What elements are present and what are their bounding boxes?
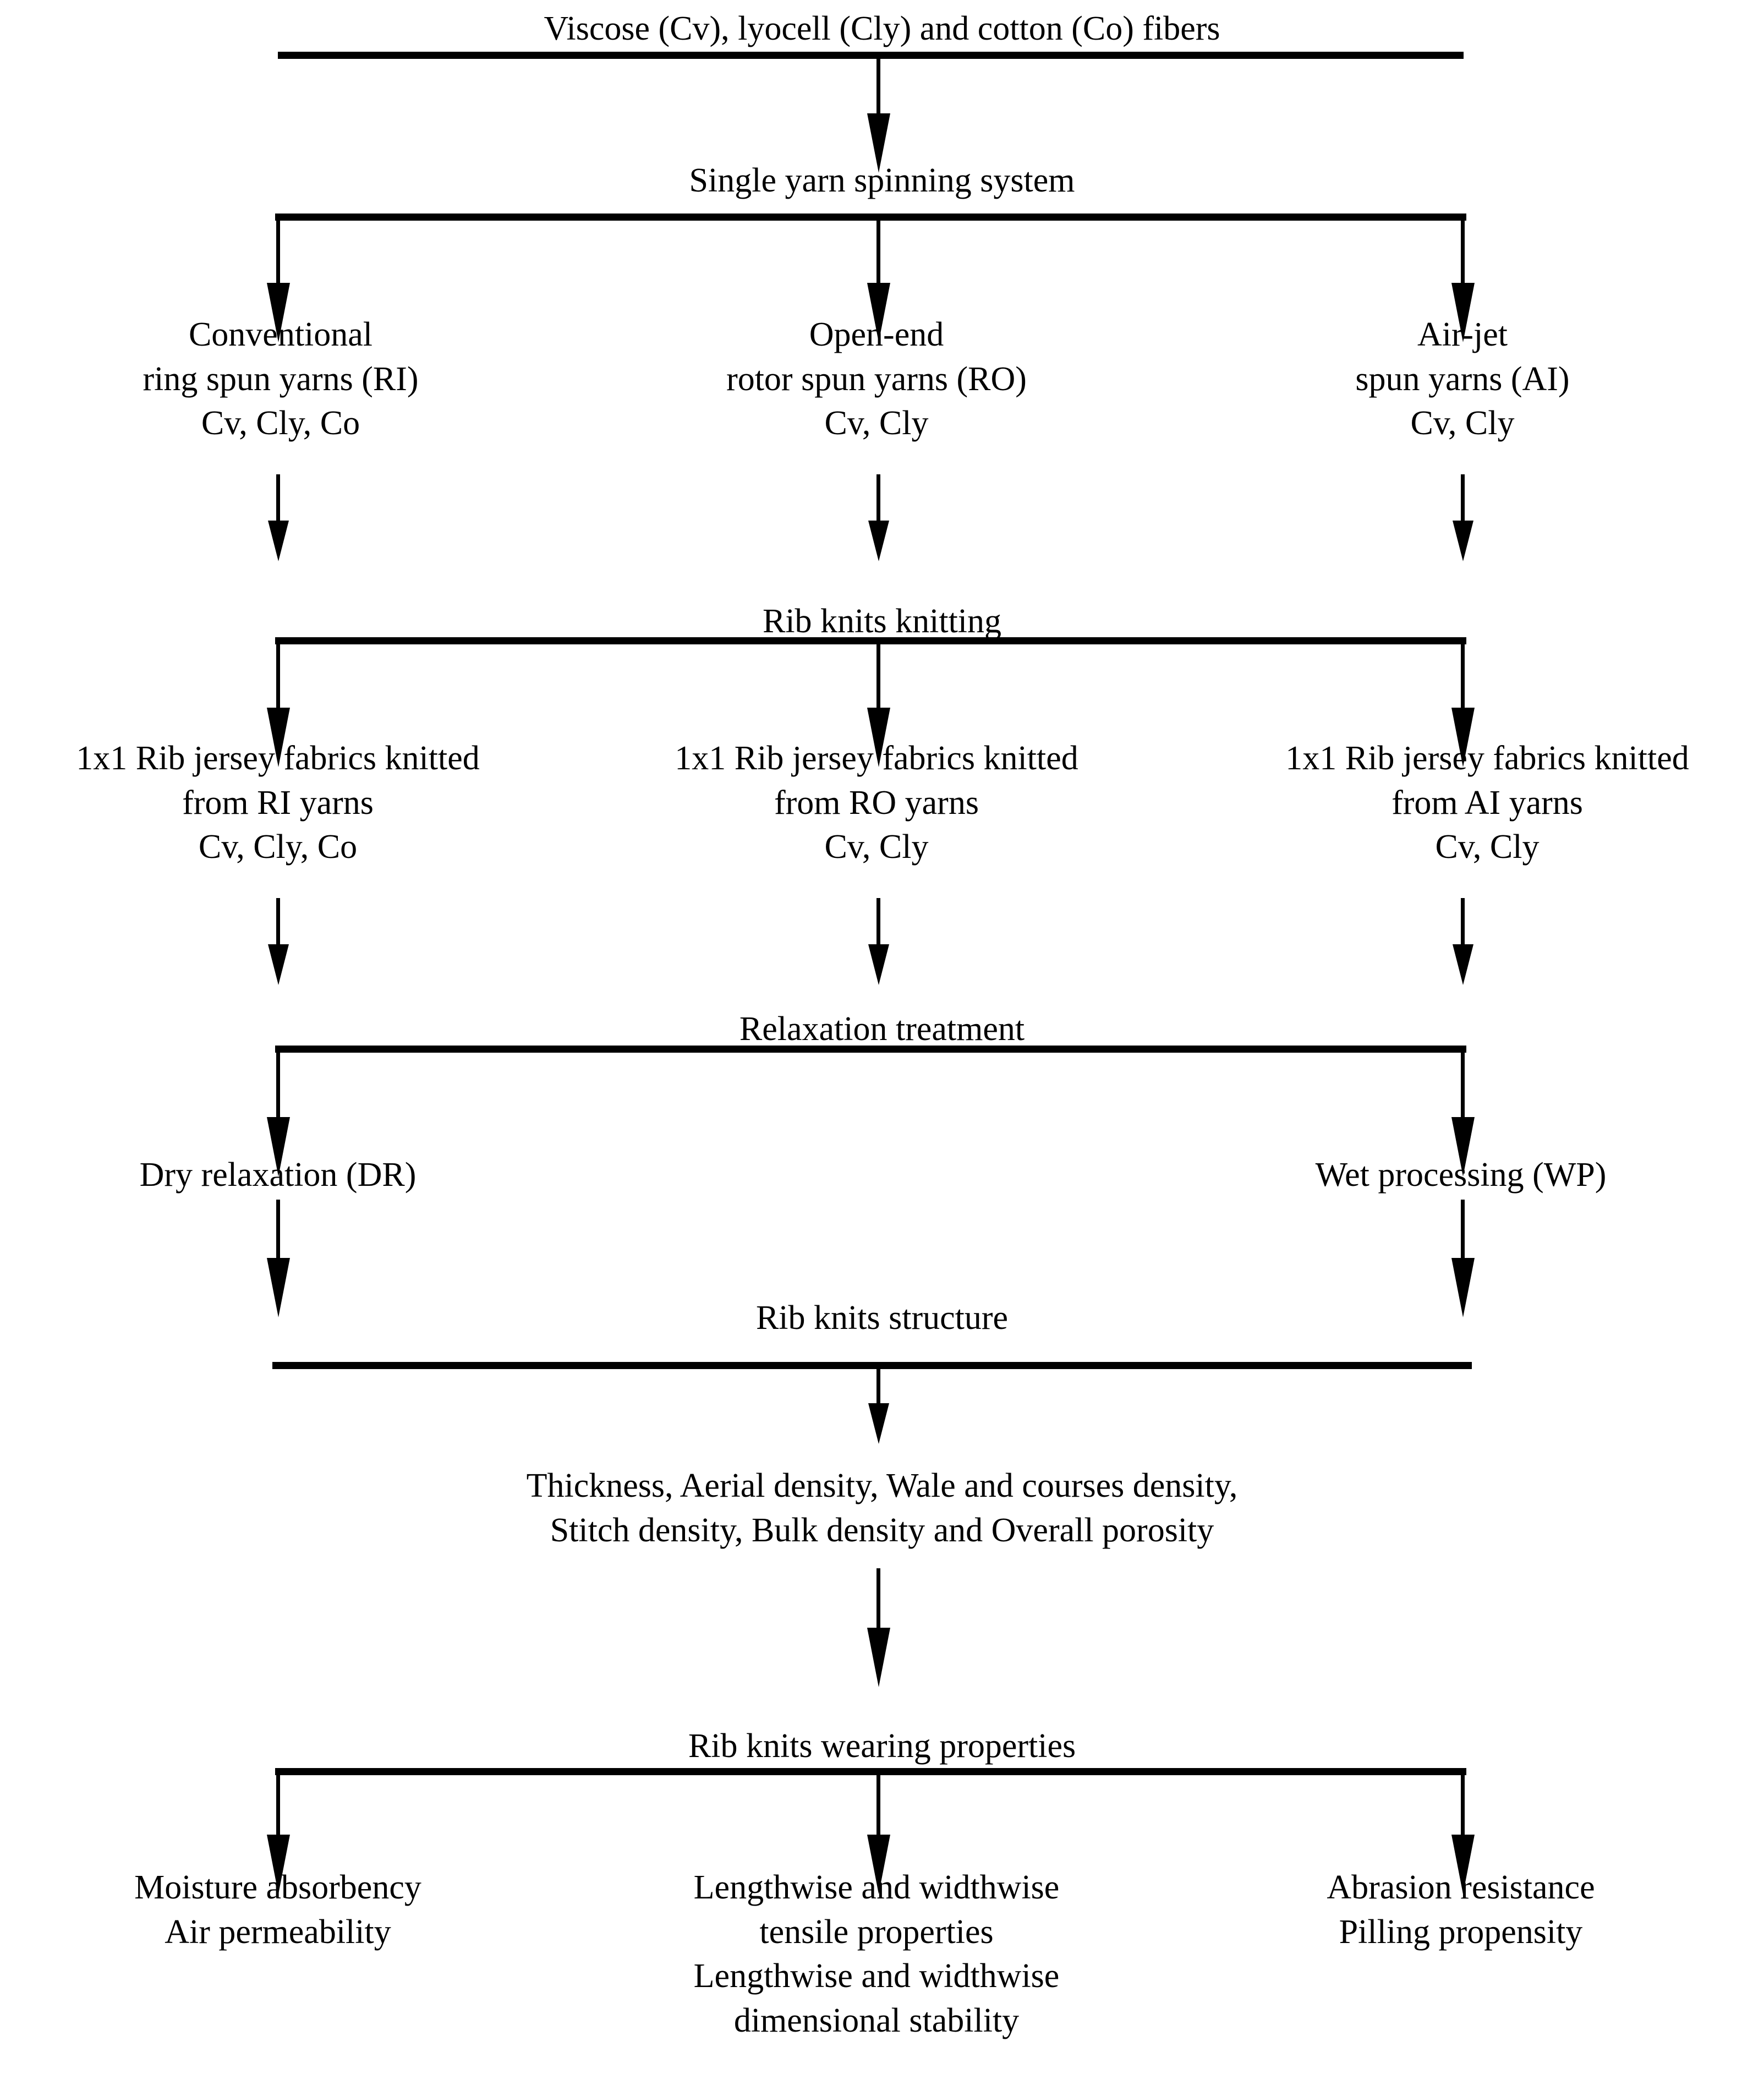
connector-fabric-ai-to-relaxation [1461,898,1465,946]
connector-relaxation-left [276,1049,280,1119]
connector-wearing-left [276,1771,280,1836]
node-structure-params-line-1: Thickness, Aerial density, Wale and cour… [526,1467,1238,1504]
node-fibers: Viscose (Cv), lyocell (Cly) and cotton (… [0,7,1764,51]
bar-spinning-split [275,214,1466,221]
node-fabric-ro: 1x1 Rib jersey fabrics knitted from RO y… [577,736,1176,869]
node-yarn-rotor-line-3: Cv, Cly [824,404,929,442]
node-dry-relaxation-line-1: Dry relaxation (DR) [139,1156,417,1194]
connector-spinning-left [276,217,280,285]
node-yarn-rotor-line-2: rotor spun yarns (RO) [726,360,1027,398]
node-spinning-system-line-1: Single yarn spinning system [689,162,1075,199]
node-prop-abrasion-line-1: Abrasion resistance [1327,1869,1595,1906]
bar-knitting-split [275,637,1466,644]
connector-dry-to-structure [276,1200,280,1260]
bar-relaxation-split [275,1046,1466,1053]
node-fabric-ai-line-1: 1x1 Rib jersey fabrics knitted [1285,740,1689,777]
node-yarn-rotor: Open-end rotor spun yarns (RO) Cv, Cly [629,313,1124,446]
node-fabric-ri-line-3: Cv, Cly, Co [198,828,358,866]
node-fabric-ri-line-2: from RI yarns [182,784,374,822]
node-fabric-ro-line-2: from RO yarns [774,784,979,822]
node-prop-abrasion-line-2: Pilling propensity [1339,1913,1583,1951]
node-dry-relaxation: Dry relaxation (DR) [30,1153,525,1197]
node-yarn-rotor-line-1: Open-end [809,316,944,353]
node-knitting-line-1: Rib knits knitting [762,603,1002,640]
node-yarn-airjet-line-2: spun yarns (AI) [1355,360,1570,398]
node-fabric-ro-line-3: Cv, Cly [824,828,929,866]
connector-spinning-right [1461,217,1465,285]
node-fabric-ai-line-2: from AI yarns [1392,784,1583,822]
connector-structure-to-params [876,1365,880,1405]
node-fabric-ai: 1x1 Rib jersey fabrics knitted from AI y… [1187,736,1764,869]
connector-knitting-right [1461,641,1465,709]
node-yarn-airjet: Air-jet spun yarns (AI) Cv, Cly [1215,313,1710,446]
node-wet-processing-line-1: Wet processing (WP) [1315,1156,1607,1194]
node-wearing-properties: Rib knits wearing properties [0,1724,1764,1769]
node-wet-processing: Wet processing (WP) [1213,1153,1708,1197]
connector-ring-to-knitting [276,474,280,523]
node-structure-params-line-2: Stitch density, Bulk density and Overall… [550,1511,1214,1549]
connector-spinning-mid [876,217,880,285]
connector-wet-to-structure [1461,1200,1465,1260]
connector-wearing-right [1461,1771,1465,1836]
node-prop-tensile-line-3: Lengthwise and widthwise [693,1957,1060,1995]
bar-under-fibers [278,52,1464,59]
connector-fabric-ri-to-relaxation [276,898,280,946]
node-prop-tensile-line-2: tensile properties [759,1913,994,1951]
connector-airjet-to-knitting [1461,474,1465,523]
node-fabric-ro-line-1: 1x1 Rib jersey fabrics knitted [675,740,1078,777]
connector-fabric-ro-to-relaxation [876,898,880,946]
bar-under-structure [272,1362,1472,1369]
node-fibers-line-1: Viscose (Cv), lyocell (Cly) and cotton (… [544,10,1220,47]
node-prop-tensile: Lengthwise and widthwise tensile propert… [615,1865,1138,2043]
node-relaxation-line-1: Relaxation treatment [739,1010,1025,1048]
node-yarn-ring-line-2: ring spun yarns (RI) [143,360,419,398]
connector-knitting-left [276,641,280,709]
bar-wearing-split [275,1768,1466,1775]
connector-knitting-mid [876,641,880,709]
node-fabric-ri: 1x1 Rib jersey fabrics knitted from RI y… [0,736,578,869]
connector-params-to-wearing [876,1568,880,1630]
node-knitting: Rib knits knitting [0,599,1764,644]
node-relaxation: Relaxation treatment [0,1007,1764,1052]
connector-rotor-to-knitting [876,474,880,523]
node-structure-params: Thickness, Aerial density, Wale and cour… [0,1464,1764,1552]
node-prop-moisture-line-2: Air permeability [165,1913,391,1951]
connector-wearing-mid [876,1771,880,1836]
node-prop-abrasion: Abrasion resistance Pilling propensity [1199,1865,1722,1954]
node-spinning-system: Single yarn spinning system [0,158,1764,203]
node-prop-tensile-line-4: dimensional stability [733,2001,1020,2039]
node-structure: Rib knits structure [0,1296,1764,1340]
node-prop-moisture-line-1: Moisture absorbency [134,1869,421,1906]
node-fabric-ri-line-1: 1x1 Rib jersey fabrics knitted [76,740,480,777]
node-structure-line-1: Rib knits structure [755,1299,1009,1337]
node-yarn-ring-line-1: Conventional [188,316,373,353]
connector-fibers-to-spinning [876,55,880,116]
node-prop-moisture: Moisture absorbency Air permeability [17,1865,539,1954]
node-prop-tensile-line-1: Lengthwise and widthwise [693,1869,1060,1906]
node-yarn-airjet-line-1: Air-jet [1417,316,1508,353]
connector-relaxation-right [1461,1049,1465,1119]
node-yarn-ring: Conventional ring spun yarns (RI) Cv, Cl… [33,313,528,446]
node-yarn-airjet-line-3: Cv, Cly [1410,404,1515,442]
node-yarn-ring-line-3: Cv, Cly, Co [201,404,360,442]
node-wearing-properties-line-1: Rib knits wearing properties [688,1727,1076,1765]
node-fabric-ai-line-3: Cv, Cly [1435,828,1540,866]
